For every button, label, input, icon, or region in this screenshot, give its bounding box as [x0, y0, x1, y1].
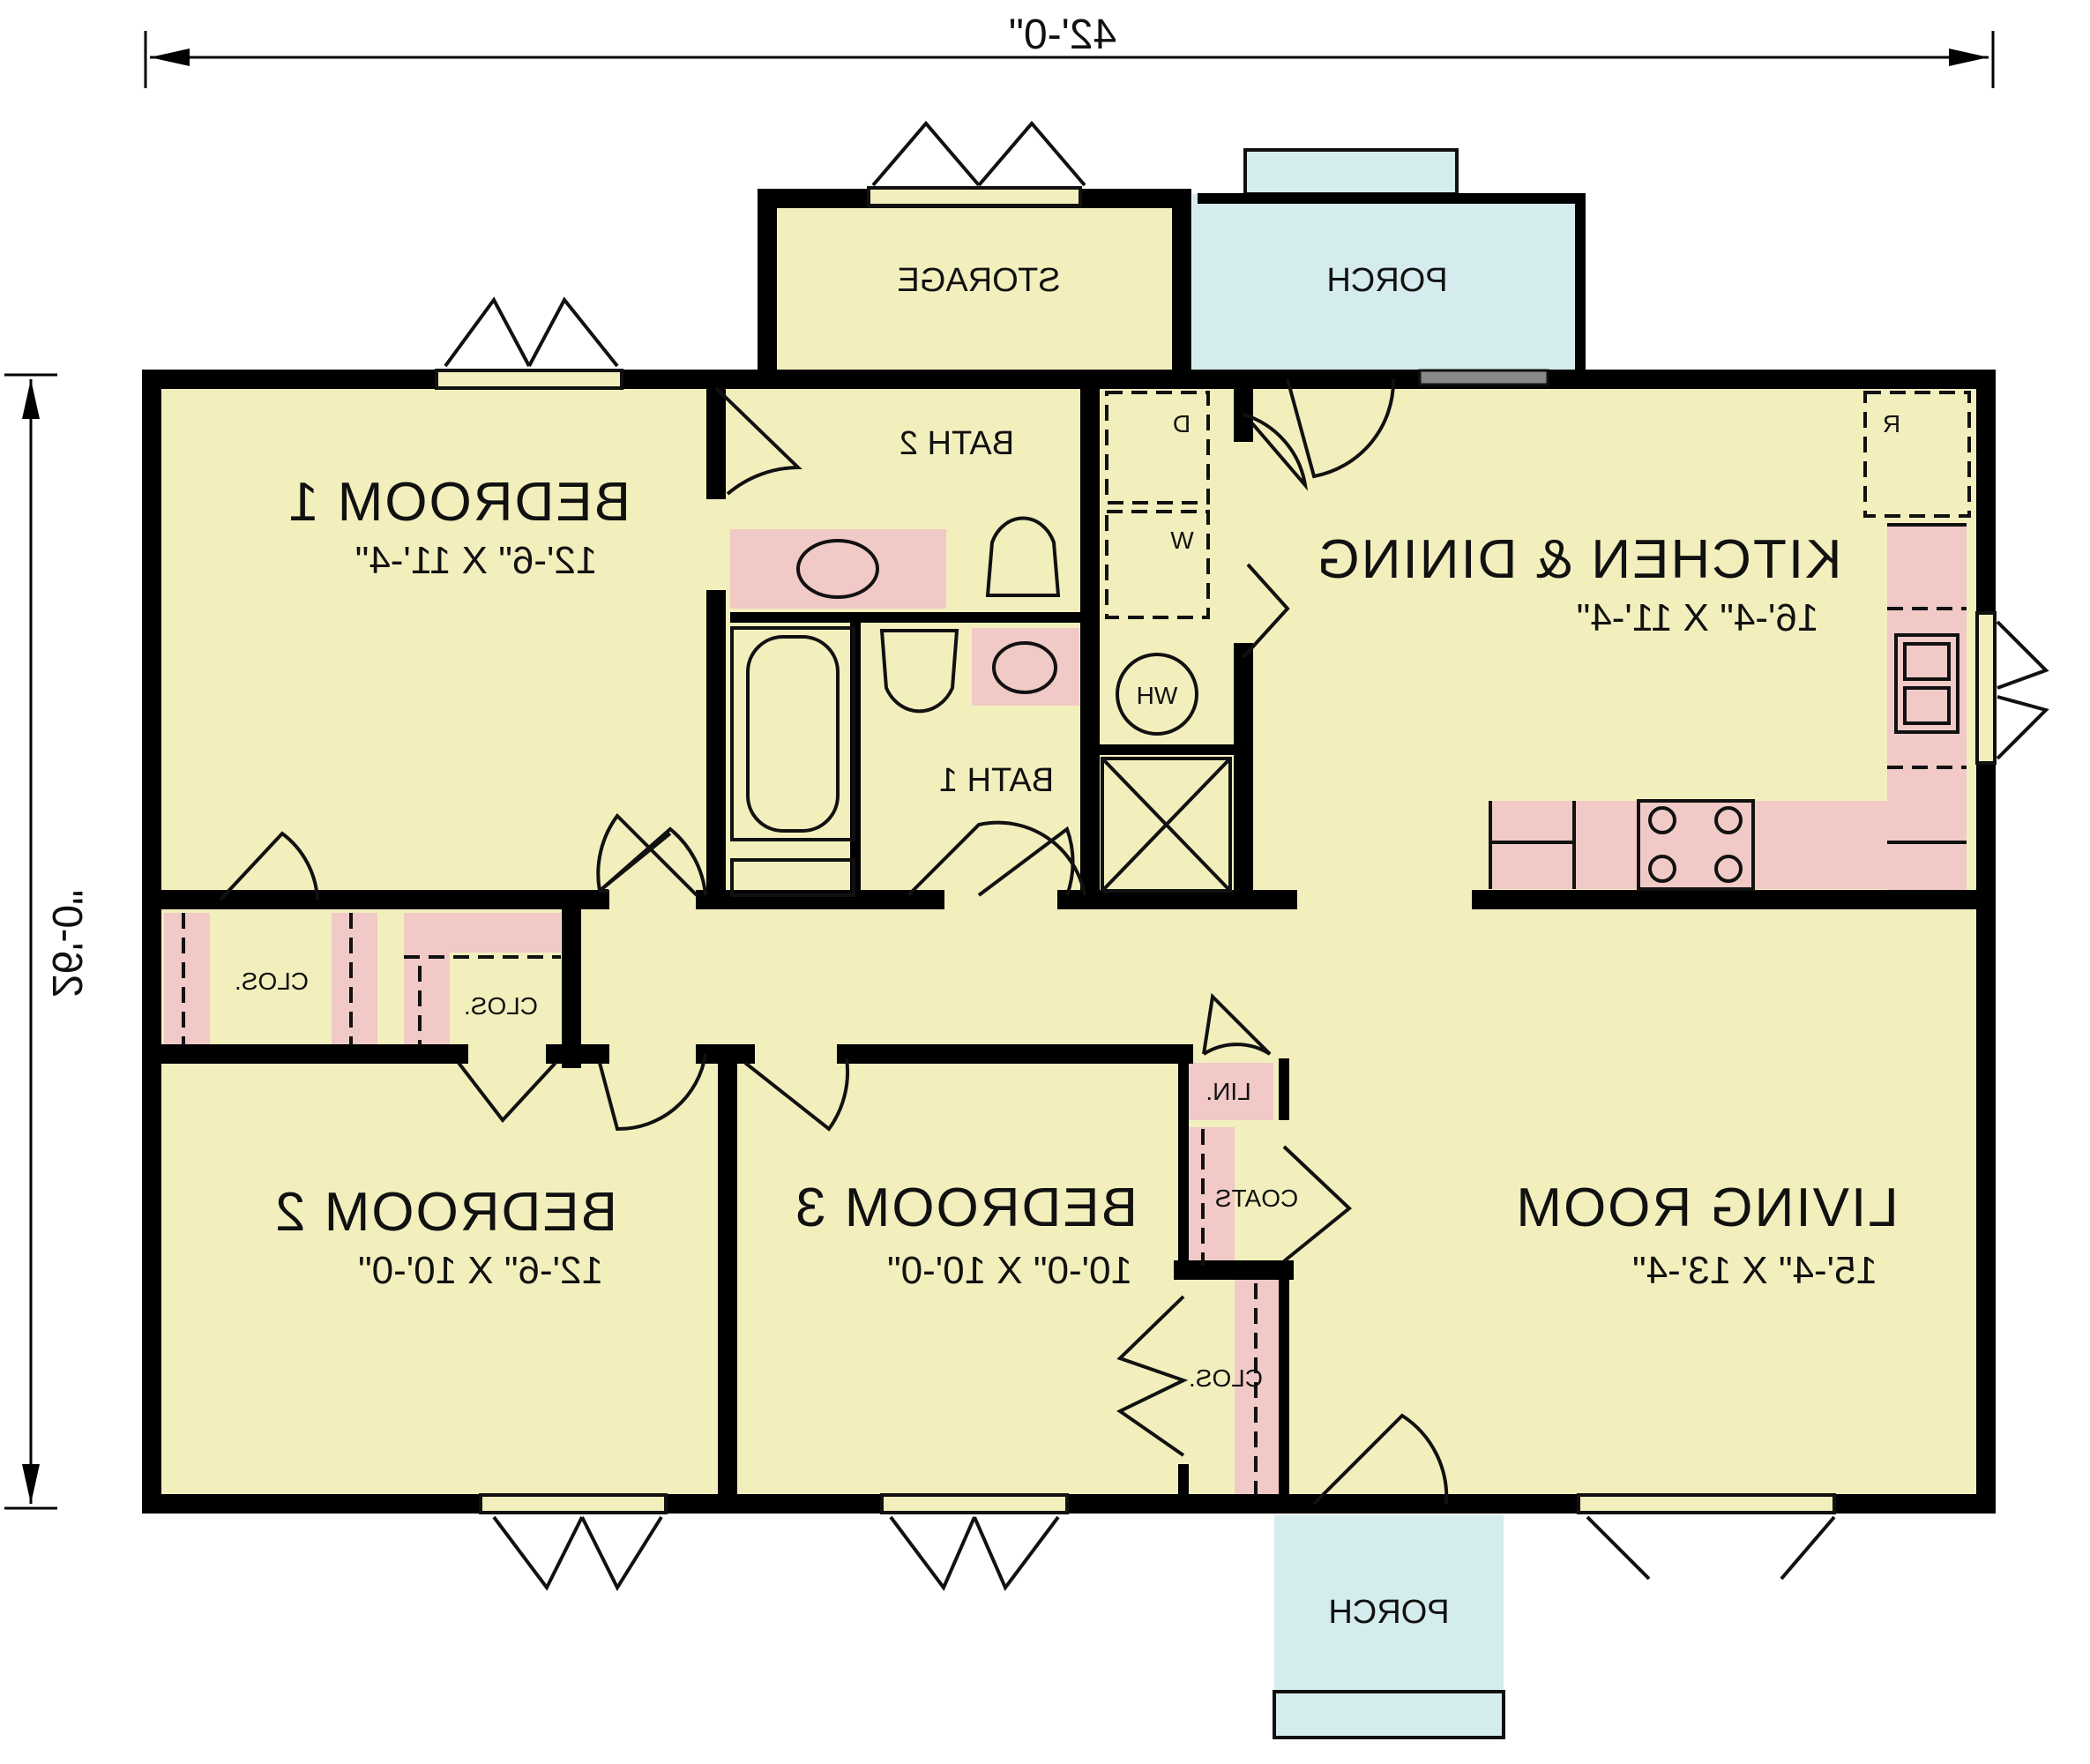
water-heater [1116, 653, 1198, 736]
linen-label: LIN. [1205, 1078, 1250, 1105]
bath1-toilet [879, 629, 959, 714]
width-dimension: 42'-0" [1009, 11, 1116, 58]
windows [435, 120, 2049, 1592]
fixtures [182, 391, 1971, 1495]
bath1-sink [992, 641, 1057, 694]
bedroom2-closet-top [404, 913, 561, 953]
kitchen-counter-bottom [1490, 801, 1967, 889]
bath1-label: BATH 1 [939, 762, 1054, 799]
bath1-tub-surround [730, 858, 855, 897]
bedroom1-name: BEDROOM 1 [287, 472, 631, 533]
porch-rear-label: PORCH [1326, 262, 1447, 299]
kitchen-sink [1894, 633, 1959, 734]
clos-b1-label: CLOS. [235, 968, 309, 995]
bedroom2-closet-left [404, 953, 450, 1045]
clos-b2-label: CLOS. [464, 992, 538, 1020]
linen-closet [1183, 1063, 1273, 1120]
bedroom2-size: 12'-6" X 10'-0" [358, 1249, 603, 1292]
washer-label: W [1170, 527, 1194, 554]
kitchen-name: KITCHEN & DINING [1316, 529, 1842, 590]
depth-dimension: 26'-0" [43, 890, 90, 998]
coats-label: COATS [1215, 1185, 1298, 1212]
bedroom1-closet-left [164, 913, 210, 1045]
bath2-sink [796, 539, 879, 599]
porch-rear-step [1243, 148, 1459, 196]
bedroom1-size: 12'-6" X 11'-4" [355, 539, 598, 582]
dryer [1105, 391, 1210, 505]
living-name: LIVING ROOM [1514, 1177, 1898, 1238]
range [1637, 799, 1755, 891]
refrigerator [1863, 391, 1971, 518]
kitchen-size: 16'-4" X 11'-4" [1577, 596, 1819, 639]
porch-front-floor [1274, 1515, 1504, 1692]
bath2-label: BATH 2 [899, 425, 1014, 462]
bedroom3-name: BEDROOM 3 [794, 1177, 1138, 1238]
bedroom1-closet-right [332, 913, 377, 1045]
coats-closet [1183, 1127, 1235, 1266]
bath2-toilet [985, 516, 1061, 597]
chase-x [1101, 757, 1232, 893]
dryer-label: D [1173, 410, 1191, 437]
washer [1105, 510, 1210, 619]
labels: 42'-0" 26'-0" STORAGE PORCH BEDROOM 1 12… [43, 11, 1900, 1631]
refrigerator-label: R [1883, 410, 1900, 437]
clos-b3-label: CLOS. [1189, 1364, 1263, 1392]
bath1-tub [730, 626, 855, 841]
storage-floor [767, 201, 1182, 379]
pink-fixtures [164, 525, 1967, 1495]
door-swings [219, 378, 1449, 1506]
living-size: 15'-4" X 13'-4" [1632, 1249, 1877, 1292]
porch-rear-floor [1192, 194, 1580, 375]
storage-label: STORAGE [897, 262, 1060, 299]
porch-front-step [1273, 1690, 1505, 1739]
bedroom2-name: BEDROOM 2 [273, 1182, 617, 1243]
dimension-lines [4, 31, 1995, 1510]
porch-front-label: PORCH [1328, 1594, 1449, 1631]
bedroom3-size: 10'-0" X 10'-0" [887, 1249, 1132, 1292]
water-heater-label: WH [1137, 682, 1178, 709]
